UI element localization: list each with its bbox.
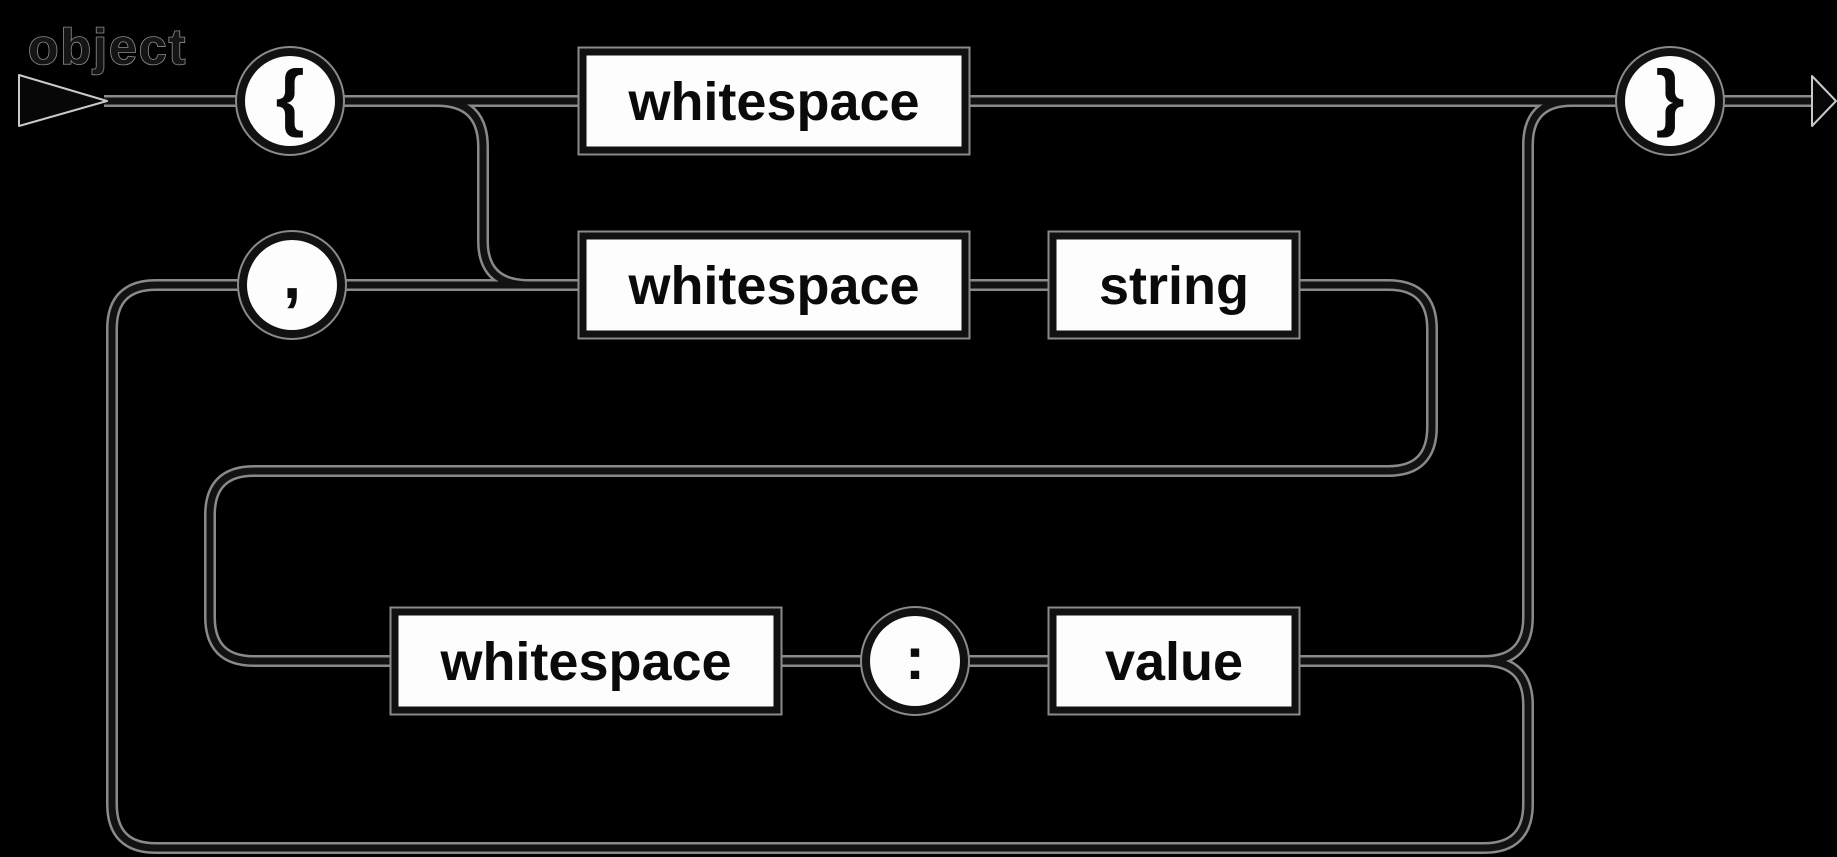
node-whitespace-member: whitespace [577, 230, 971, 340]
open-brace-glyph: { [276, 55, 305, 138]
colon-glyph: : [905, 625, 925, 692]
node-colon: : [860, 606, 970, 716]
comma-circle [239, 232, 345, 338]
value-box [1049, 608, 1299, 714]
string-label: string [1099, 256, 1249, 316]
end-arrow-icon [1811, 75, 1837, 127]
node-close-brace: } [1615, 46, 1725, 156]
close-brace-glyph: } [1656, 55, 1685, 138]
start-arrow-icon [18, 74, 108, 127]
value-label: value [1105, 632, 1243, 692]
whitespace-member-box [579, 232, 969, 338]
node-string: string [1047, 230, 1301, 340]
diagram-title: object [28, 19, 187, 75]
node-value: value [1047, 606, 1301, 716]
colon-circle [862, 608, 968, 714]
node-comma: , [237, 230, 347, 340]
string-box [1049, 232, 1299, 338]
whitespace-top-box [579, 48, 969, 154]
node-open-brace: { [235, 46, 345, 156]
node-whitespace-pair: whitespace [389, 606, 783, 716]
whitespace-top-label: whitespace [627, 72, 919, 132]
close-brace-circle [1617, 48, 1723, 154]
whitespace-member-label: whitespace [627, 256, 919, 316]
node-whitespace-top: whitespace [577, 46, 971, 156]
whitespace-pair-box [391, 608, 781, 714]
open-brace-circle [237, 48, 343, 154]
whitespace-pair-label: whitespace [439, 632, 731, 692]
comma-glyph: , [283, 238, 301, 312]
